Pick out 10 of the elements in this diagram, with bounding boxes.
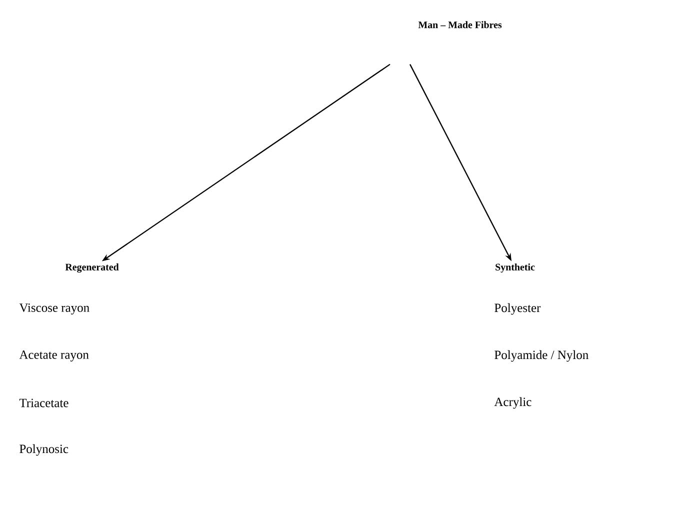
list-item: Polyester (494, 303, 541, 315)
list-item: Acetate rayon (19, 350, 89, 362)
list-item: Polynosic (20, 444, 68, 456)
list-item: Viscose rayon (19, 304, 90, 314)
list-item: Acrylic (494, 397, 532, 409)
title: Man – Made Fibres (418, 21, 502, 28)
category-heading: Synthetic (496, 263, 535, 273)
list-item: Triacetate (19, 398, 68, 408)
list-item: Polyamide / Nylon (494, 350, 588, 362)
category-heading: Regenerated (65, 263, 119, 273)
